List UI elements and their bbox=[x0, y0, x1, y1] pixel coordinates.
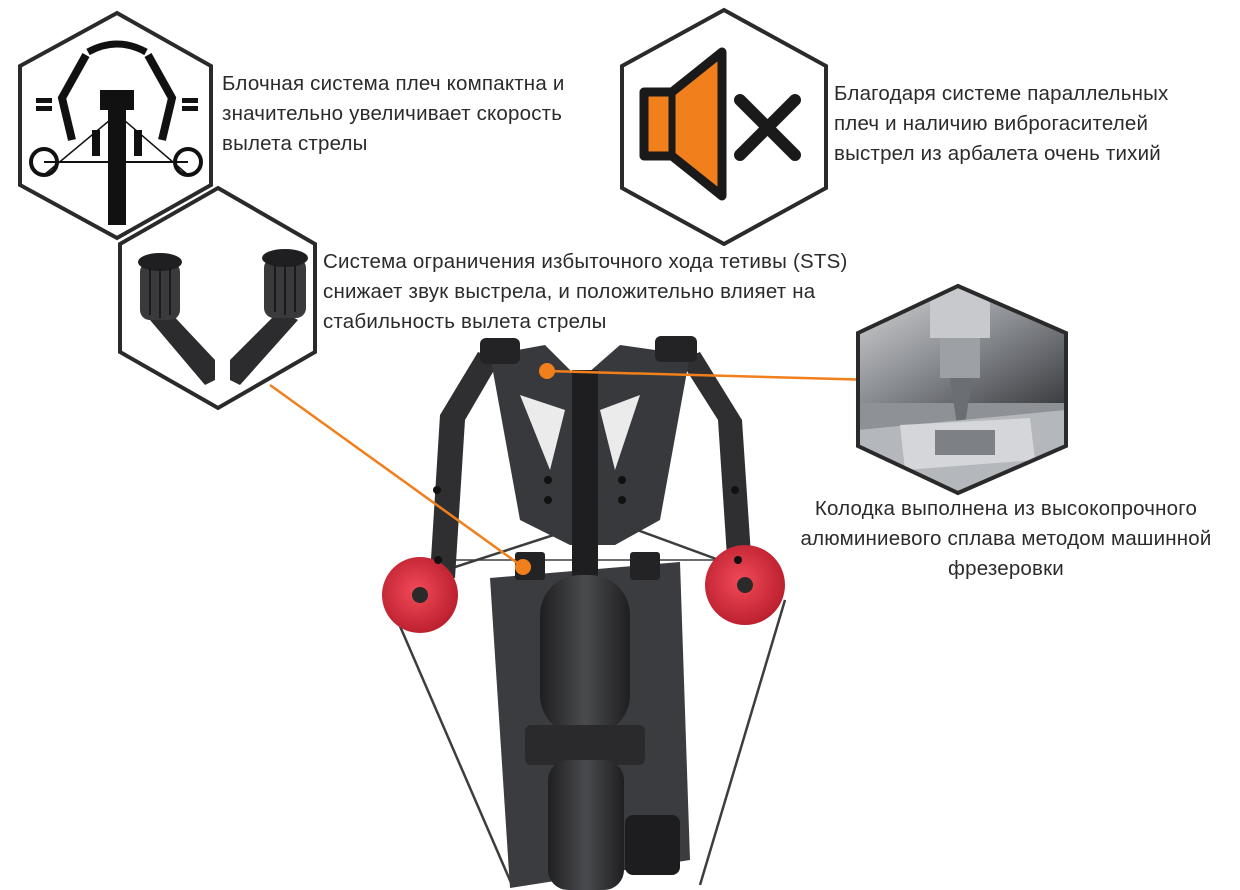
caption-line: стабильность вылета стрелы bbox=[323, 310, 607, 333]
connector-sts bbox=[269, 383, 524, 569]
feature-hex-sts-system bbox=[118, 185, 317, 411]
string-stopper-icon bbox=[138, 249, 308, 385]
caption-line: плеч и наличию виброгасителей bbox=[834, 112, 1149, 135]
connector-cnc bbox=[546, 369, 876, 382]
feature-hex-cnc-riser bbox=[856, 283, 1068, 496]
caption-line: выстрел из арбалета очень тихий bbox=[834, 142, 1161, 165]
caption-silent-shot: Благодаря системе параллельных плеч и на… bbox=[834, 79, 1169, 169]
connector-dot-sts bbox=[515, 559, 531, 575]
caption-line: Блочная система плеч компактна и bbox=[222, 72, 565, 95]
caption-compound-limbs: Блочная система плеч компактна и значите… bbox=[222, 69, 564, 159]
caption-line: Благодаря системе параллельных bbox=[834, 82, 1169, 105]
crossbow-left-limb bbox=[430, 352, 500, 578]
speaker-mute-icon bbox=[639, 47, 801, 201]
cnc-milling-icon bbox=[858, 286, 1066, 493]
caption-line: снижает звук выстрела, и положительно вл… bbox=[323, 280, 816, 303]
caption-cnc-riser: Колодка выполнена из высокопрочного алюм… bbox=[780, 494, 1232, 584]
crossbow-image bbox=[382, 336, 787, 890]
caption-line: Система ограничения избыточного хода тет… bbox=[323, 250, 848, 273]
caption-sts-system: Система ограничения избыточного хода тет… bbox=[323, 247, 847, 337]
crossbow-scope bbox=[525, 575, 680, 890]
connector-dot-cnc bbox=[539, 363, 555, 379]
caption-line: фрезеровки bbox=[948, 557, 1064, 580]
caption-line: алюминиевого сплава методом машинной bbox=[800, 527, 1212, 550]
caption-line: вылета стрелы bbox=[222, 132, 368, 155]
connector-lines bbox=[269, 369, 876, 569]
caption-line: Колодка выполнена из высокопрочного bbox=[814, 497, 1198, 520]
feature-hex-compound-limbs bbox=[18, 10, 213, 241]
crossbow-right-cam bbox=[705, 545, 785, 625]
feature-hex-silent-shot bbox=[620, 7, 828, 247]
crossbow-left-cam bbox=[382, 557, 458, 633]
crossbow-right-limb bbox=[680, 352, 752, 572]
compound-bow-icon bbox=[29, 40, 203, 225]
crossbow-barrel bbox=[572, 370, 598, 600]
caption-line: значительно увеличивает скорость bbox=[222, 102, 563, 125]
